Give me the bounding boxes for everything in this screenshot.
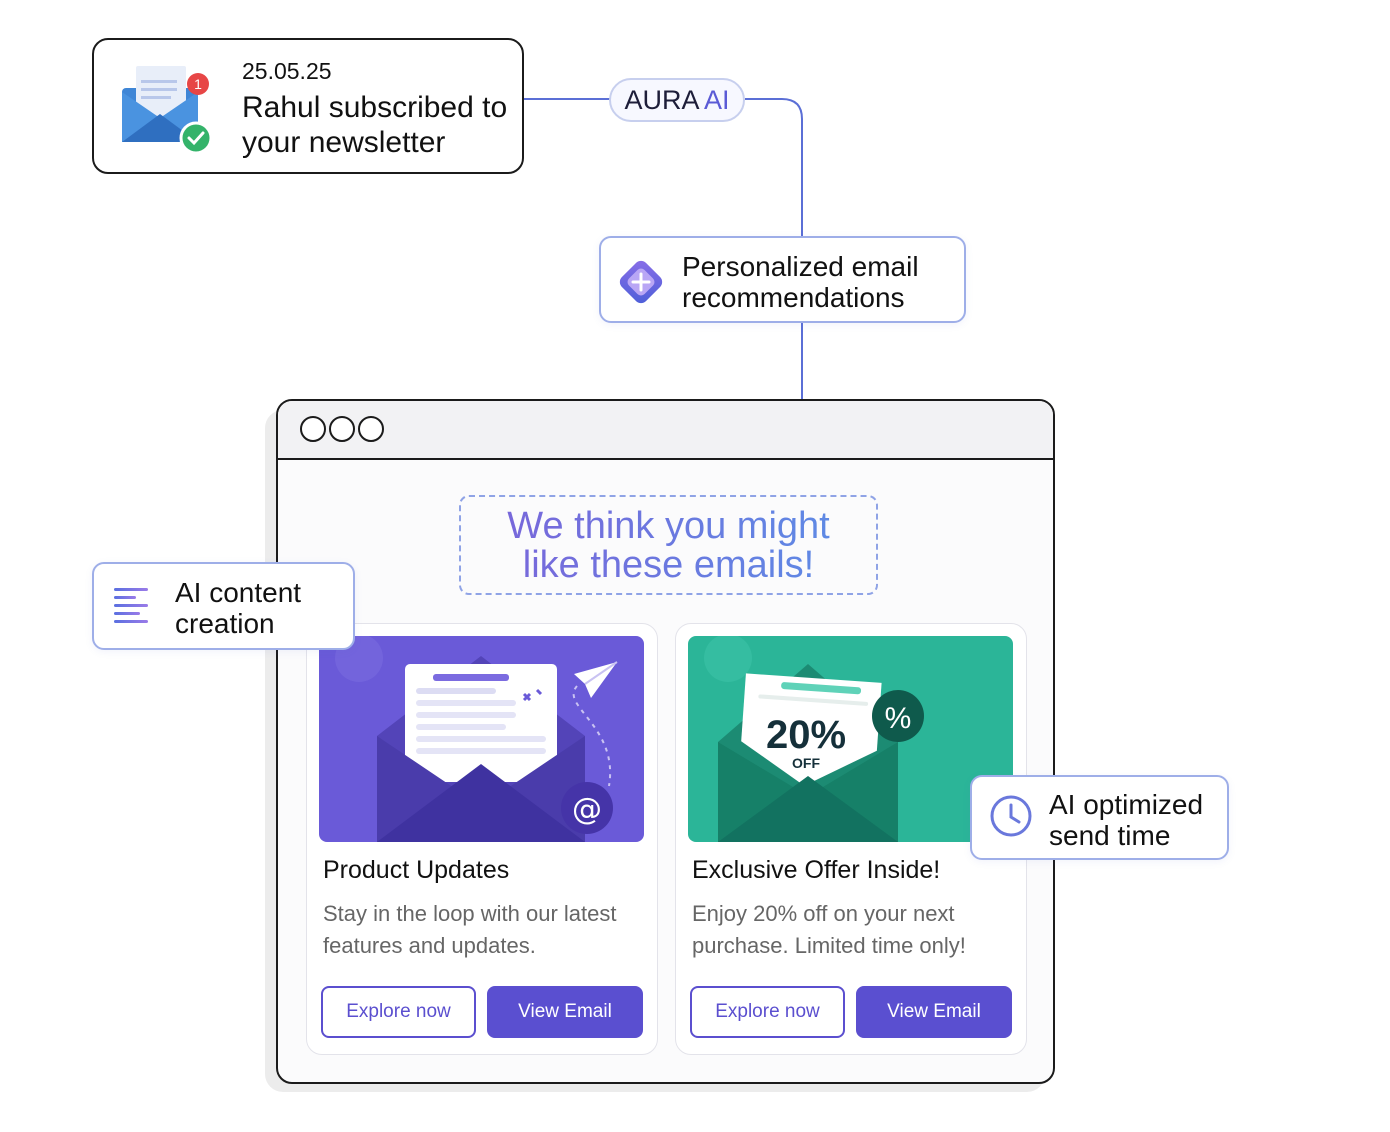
discount-value: 20% [766,713,846,757]
notification-message: Rahul subscribed to your newsletter [242,91,508,159]
subscription-notification: 1 25.05.25 Rahul subscribed to your news… [92,38,524,174]
at-sign-icon: @ [572,792,602,827]
window-control-dot-3[interactable] [358,416,384,442]
personalized-recommendations-label: Personalized email recommendations [682,251,919,313]
product-updates-image: @ [319,636,644,842]
card-description: Enjoy 20% off on your next purchase. Lim… [692,901,966,958]
sparkle-diamond-icon [619,260,663,304]
recommendation-headline: We think you might like these emails! [459,495,878,595]
browser-window: We think you might like these emails! [276,399,1055,1084]
envelope-check-icon: 1 [122,66,213,155]
personalized-recommendations-box: Personalized email recommendations [599,236,966,323]
view-email-button[interactable]: View Email [487,986,643,1038]
percent-icon: % [885,702,912,735]
explore-now-button[interactable]: Explore now [690,986,845,1038]
aura-ai-badge: AURA AI [609,78,745,122]
ai-content-creation-label: AI content creation [175,577,302,639]
notification-badge-count: 1 [194,76,202,92]
window-control-dot-1[interactable] [300,416,326,442]
browser-titlebar [278,401,1053,460]
card-description: Stay in the loop with our latest feature… [323,901,617,958]
view-email-button[interactable]: View Email [856,986,1012,1038]
text-lines-icon [114,588,148,623]
ai-content-creation-box: AI content creation [92,562,355,650]
discount-sub: OFF [792,755,820,771]
envelope-newsletter-illustration: @ [319,636,644,842]
headline-line-2: like these emails! [461,546,876,585]
card-title: Product Updates [323,856,510,884]
window-control-dot-2[interactable] [329,416,355,442]
explore-now-button[interactable]: Explore now [321,986,476,1038]
aura-suffix: AI [704,85,730,115]
ai-send-time-box: AI optimized send time [970,775,1229,860]
aura-name: AURA [624,85,698,115]
card-title: Exclusive Offer Inside! [692,856,941,884]
clock-icon [990,795,1032,837]
notification-date: 25.05.25 [242,58,332,84]
headline-line-1: We think you might [461,507,876,546]
discount-envelope-illustration: 20% OFF % [688,636,1013,842]
exclusive-offer-image: 20% OFF % [688,636,1013,842]
ai-send-time-label: AI optimized send time [1049,789,1204,851]
email-card-product-updates: @ Product Updates Stay in the loop with … [306,623,658,1055]
email-card-exclusive-offer: 20% OFF % Exclusive Offer Inside! Enjoy … [675,623,1027,1055]
